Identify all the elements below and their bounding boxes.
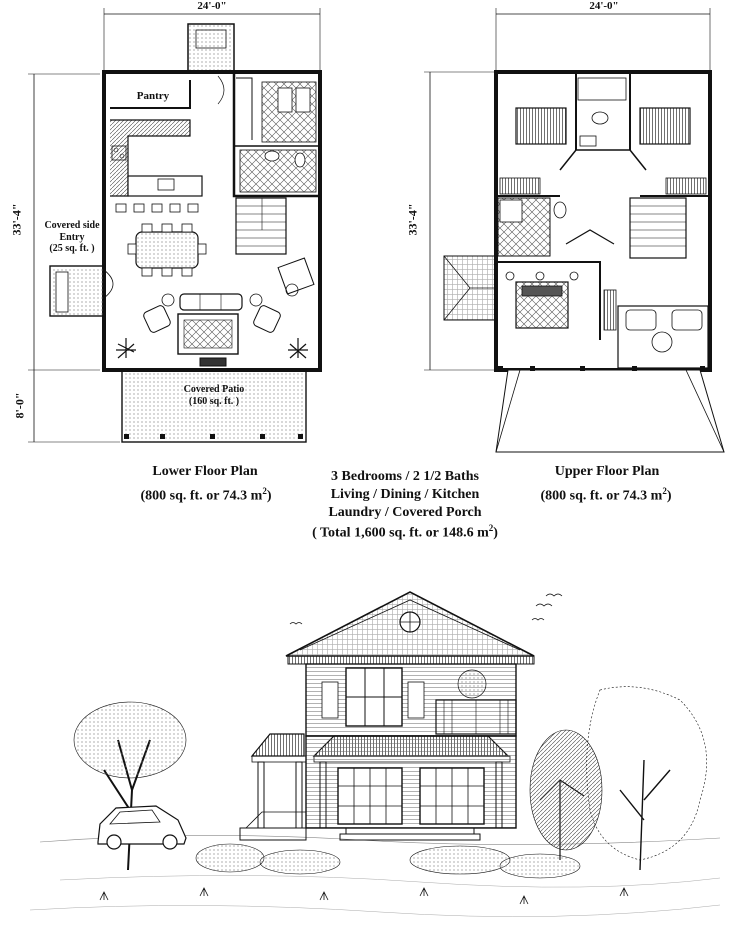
lower-depth-dimension: 33'-4" xyxy=(9,203,24,236)
lower-floor-plan xyxy=(28,8,322,443)
lower-floor-area-sup: 2 xyxy=(262,486,267,496)
summary-total: ( Total 1,600 sq. ft. or 148.6 m2) xyxy=(300,523,510,543)
upper-floor-area-close: ) xyxy=(666,488,672,504)
lower-width-dimension: 24'-0" xyxy=(197,0,227,12)
upper-floor-area-text: (800 sq. ft. or 74.3 m xyxy=(540,488,663,504)
upper-floor-area: (800 sq. ft. or 74.3 m2) xyxy=(518,486,694,505)
covered-patio-line-2: (160 sq. ft. ) xyxy=(188,395,240,407)
covered-patio-line-1: Covered Patio xyxy=(183,384,245,395)
upper-width-dimension: 24'-0" xyxy=(589,0,619,12)
patio-depth-dimension: 8'-0" xyxy=(12,392,27,419)
side-entry-line-3: (25 sq. ft. ) xyxy=(49,243,95,254)
summary-bedrooms: 3 Bedrooms / 2 1/2 Baths xyxy=(331,469,479,484)
lower-floor-area-close: ) xyxy=(266,488,272,504)
upper-floor-area-sup: 2 xyxy=(662,486,667,496)
summary-rooms: Living / Dining / Kitchen xyxy=(330,487,480,503)
summary-total-close: ) xyxy=(493,525,498,541)
side-entry-line-1: Covered side xyxy=(44,220,100,231)
upper-floor-plan xyxy=(424,8,725,453)
pantry-label: Pantry xyxy=(136,90,170,102)
front-elevation xyxy=(29,591,721,917)
upper-depth-dimension: 33'-4" xyxy=(405,203,420,236)
side-entry-line-2: Entry xyxy=(59,231,85,243)
side-entry-label: Covered side Entry (25 sq. ft. ) xyxy=(38,220,106,255)
covered-patio-label: Covered Patio (160 sq. ft. ) xyxy=(164,384,264,407)
summary-block: 3 Bedrooms / 2 1/2 Baths Living / Dining… xyxy=(300,468,510,542)
summary-total-sup: 2 xyxy=(488,522,494,533)
summary-total-text: ( Total 1,600 sq. ft. or 148.6 m xyxy=(312,525,489,541)
lower-floor-area: (800 sq. ft. or 74.3 m2) xyxy=(118,486,294,505)
upper-floor-title: Upper Floor Plan xyxy=(554,464,660,479)
lower-floor-title: Lower Floor Plan xyxy=(152,464,258,479)
summary-extras: Laundry / Covered Porch xyxy=(328,505,482,521)
lower-floor-area-text: (800 sq. ft. or 74.3 m xyxy=(140,488,263,504)
